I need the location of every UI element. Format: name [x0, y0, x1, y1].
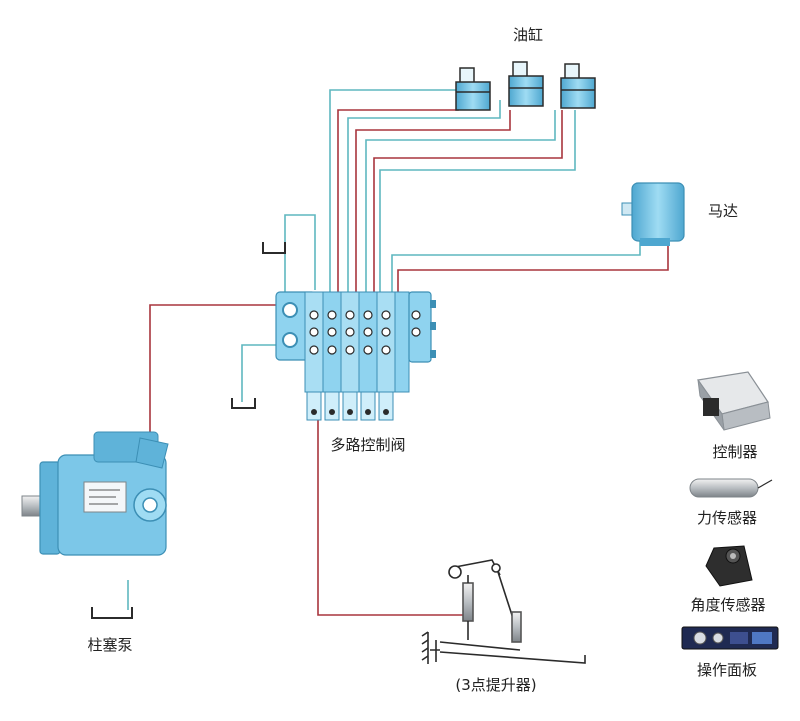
- cylinder-label: 油缸: [513, 26, 543, 44]
- cylinders: 油缸: [455, 26, 596, 111]
- cylinder2-line-b: [355, 110, 511, 292]
- tank-symbol-top: [262, 242, 286, 254]
- tank-symbol-pump: [91, 607, 133, 619]
- multi-way-control-valve: 多路控制阀: [275, 291, 436, 454]
- hydraulic-lines: [127, 70, 669, 616]
- angle-sensor: 角度传感器: [690, 545, 766, 614]
- hitch-line: [317, 395, 465, 616]
- cylinder2-line-a: [347, 100, 501, 292]
- force-sensor-label: 力传感器: [697, 509, 757, 527]
- hitch-label: (3点提升器): [455, 676, 536, 694]
- cylinder-extra-line: [379, 110, 576, 292]
- motor-line-b: [397, 230, 669, 292]
- motor: 马达: [621, 182, 738, 246]
- force-sensor: 力传感器: [689, 478, 773, 527]
- cylinder3-line-a: [365, 110, 556, 292]
- operation-panel: 操作面板: [681, 626, 779, 679]
- cylinder-2: [508, 61, 544, 107]
- pump-label: 柱塞泵: [87, 636, 132, 654]
- cylinder-3: [560, 63, 596, 109]
- tank-return-line-top: [284, 214, 316, 300]
- operation-panel-label: 操作面板: [697, 661, 757, 679]
- tank-return-line-bottom: [241, 344, 280, 402]
- pump-pressure-line: [149, 304, 285, 445]
- cylinder-1: [455, 67, 491, 111]
- three-point-hitch: (3点提升器): [421, 559, 586, 694]
- cylinder3-line-b: [373, 110, 563, 292]
- tank-symbol-mid: [231, 398, 256, 409]
- controller-label: 控制器: [712, 443, 757, 461]
- motor-line-a: [391, 240, 641, 292]
- motor-label: 马达: [708, 202, 738, 220]
- piston-pump: 柱塞泵: [21, 431, 169, 654]
- cylinder1-line-a: [329, 70, 463, 292]
- valve-label: 多路控制阀: [330, 436, 405, 454]
- controller: 控制器: [696, 371, 771, 461]
- tank-symbols: [91, 242, 286, 619]
- angle-sensor-label: 角度传感器: [690, 596, 765, 614]
